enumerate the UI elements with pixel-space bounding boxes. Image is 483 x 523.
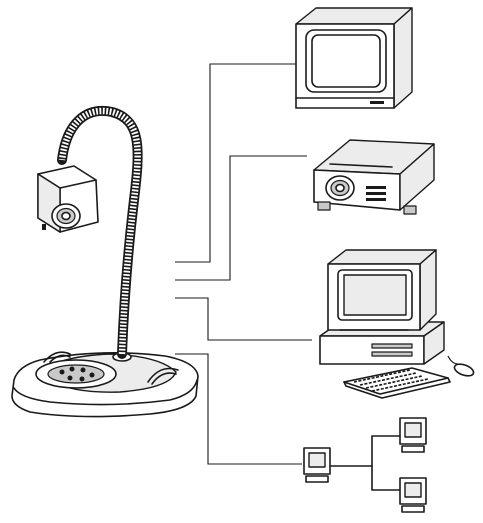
projector-icon bbox=[313, 139, 435, 215]
network-node-top bbox=[399, 417, 427, 453]
connection-line-monitor bbox=[175, 63, 296, 263]
network-node-bottom bbox=[399, 477, 427, 513]
computer-icon bbox=[319, 249, 475, 399]
connection-line-network bbox=[175, 353, 302, 465]
monitor-icon bbox=[295, 7, 413, 109]
connection-lines bbox=[175, 63, 312, 465]
document-camera-icon bbox=[11, 105, 199, 418]
connection-line-computer bbox=[175, 297, 312, 341]
network-icon bbox=[303, 417, 427, 513]
network-node-left bbox=[303, 447, 331, 483]
connection-line-projector bbox=[175, 155, 307, 281]
